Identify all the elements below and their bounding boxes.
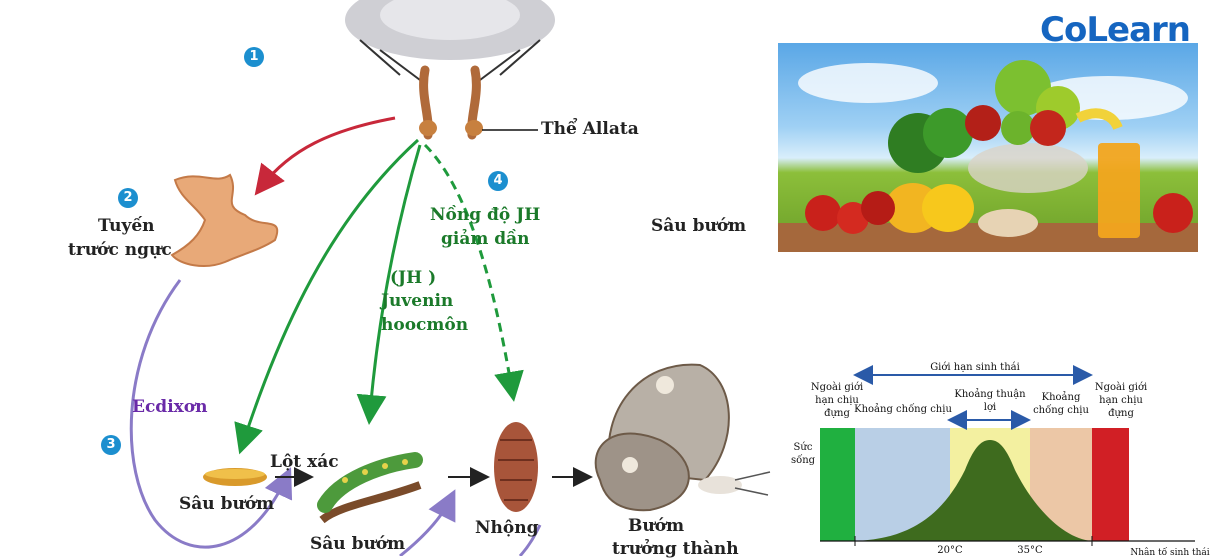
zone-label-outside-right-1: Ngoài giới bbox=[1095, 382, 1147, 393]
jh-label-1: (JH ) bbox=[390, 268, 437, 288]
y-axis-label-2: sống bbox=[791, 455, 816, 466]
prothoracic-gland-label-1: Tuyến bbox=[98, 216, 155, 236]
zone-label-outside-left-1: Ngoài giới bbox=[811, 382, 863, 393]
larva-label-2: Sâu bướm bbox=[310, 534, 406, 554]
zone-label-outside-right-3: đựng bbox=[1108, 408, 1134, 419]
step-number-4: 4 bbox=[488, 171, 508, 191]
prothoracic-gland-label-2: trước ngực bbox=[68, 240, 172, 260]
molting-label: Lột xác bbox=[270, 452, 339, 472]
zone-label-outside-right-2: hạn chịu bbox=[1099, 395, 1143, 406]
zone-label-tolerance-right-2: chống chịu bbox=[1033, 405, 1089, 416]
side-larva-label: Sâu bướm bbox=[651, 216, 747, 236]
zone-label-optimal-2: lợi bbox=[984, 402, 996, 413]
allata-gland-label: Thể Allata bbox=[541, 119, 639, 139]
ecological-limits-chart: Giới hạn sinh thái Ngoài giới hạn chịu đ… bbox=[791, 362, 1210, 556]
pupa-label: Nhộng bbox=[475, 518, 539, 538]
jh-label-2: Juvenin bbox=[381, 291, 454, 311]
zone-label-tolerance-right-1: Khoảng bbox=[1042, 392, 1081, 403]
ecdysone-label: Ecdixơn bbox=[132, 397, 208, 417]
y-axis-label-1: Sức bbox=[794, 442, 813, 453]
insect-head-illustration bbox=[345, 0, 555, 140]
chart-title: Giới hạn sinh thái bbox=[930, 362, 1020, 373]
zone-label-optimal-1: Khoảng thuận bbox=[954, 389, 1026, 400]
step-number-3: 3 bbox=[101, 435, 121, 455]
x-axis-label: Nhân tố sinh thái bbox=[1130, 547, 1209, 556]
zone-outside-right bbox=[1092, 428, 1129, 541]
jh-decrease-label-2: giảm dần bbox=[441, 229, 530, 249]
butterfly-illustration bbox=[594, 363, 771, 512]
green-caterpillar-illustration bbox=[317, 452, 423, 524]
zone-label-tolerance-left: Khoảng chống chịu bbox=[854, 404, 952, 415]
step-number-1: 1 bbox=[244, 47, 264, 67]
prothoracic-gland-illustration bbox=[170, 173, 279, 267]
tolerance-curve bbox=[855, 440, 1092, 541]
jh-decrease-label-1: Nồng độ JH bbox=[430, 205, 541, 225]
jh-label-3: hoocmôn bbox=[381, 315, 469, 335]
adult-label-1: Bướm bbox=[628, 516, 685, 536]
zone-label-outside-left-3: đựng bbox=[824, 408, 850, 419]
adult-label-2: trưởng thành bbox=[612, 539, 739, 559]
larva-label-1: Sâu bướm bbox=[179, 494, 275, 514]
small-larva-illustration bbox=[203, 468, 267, 486]
x-tick-35c: 35°C bbox=[1017, 545, 1043, 556]
zone-label-outside-left-2: hạn chịu bbox=[815, 395, 859, 406]
pupa-illustration bbox=[494, 422, 538, 512]
fruit-vegetable-photo bbox=[778, 43, 1198, 252]
x-tick-20c: 20°C bbox=[937, 545, 963, 556]
zone-outside-left bbox=[820, 428, 855, 541]
step-number-2: 2 bbox=[118, 188, 138, 208]
life-cycle-diagram bbox=[129, 0, 771, 556]
